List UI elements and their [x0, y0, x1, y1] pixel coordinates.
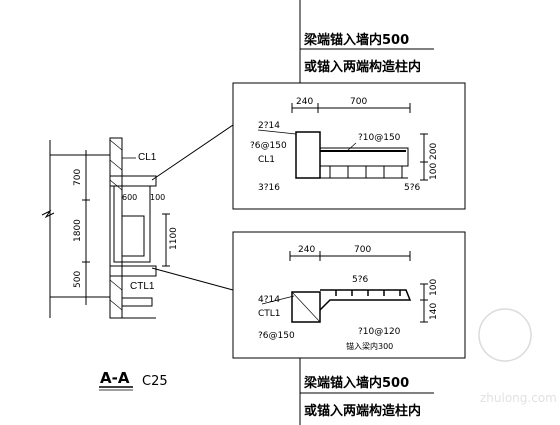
- section-title: A-A C25: [99, 369, 168, 391]
- bottom-dim-240: 240: [298, 245, 315, 255]
- dim-700: 700: [73, 169, 83, 186]
- leader-line-top: [151, 124, 234, 181]
- bottom-slab-bar: ?10@120: [358, 327, 401, 337]
- top-rebar-bottom: 3?16: [258, 183, 280, 193]
- top-detail-frame: [232, 82, 466, 210]
- top-detail: 240 700 200 100 2?14 ?6@150 CL1 3?16 ?10…: [250, 97, 439, 193]
- top-dim-240: 240: [296, 97, 313, 107]
- section-a-a: 700 1800 500 CL1 600 100 1100 CTL1: [41, 137, 179, 319]
- watermark: zhulong.com: [478, 308, 557, 405]
- dim-1100: 1100: [169, 227, 179, 250]
- concrete-grade: C25: [142, 374, 168, 389]
- dim-600: 600: [122, 193, 137, 202]
- dim-500: 500: [73, 271, 83, 288]
- bottom-note-line2: 或锚入两端构造柱内: [304, 403, 421, 419]
- top-stirrup: ?6@150: [250, 141, 287, 151]
- bottom-dim-100: 100: [429, 279, 439, 296]
- section-title-label: A-A: [100, 369, 130, 387]
- bottom-stirrup: ?6@150: [258, 331, 295, 341]
- dim-100-left: 100: [150, 193, 165, 202]
- top-dist-bar: 5?6: [404, 183, 421, 193]
- top-dim-200: 200: [429, 143, 439, 160]
- top-slab-bar: ?10@150: [358, 133, 401, 143]
- bottom-rebar: 4?14: [258, 295, 280, 305]
- bottom-note: 梁端锚入墙内500 或锚入两端构造柱内: [299, 358, 434, 425]
- bottom-dim-700: 700: [354, 245, 371, 255]
- bottom-detail-frame: [232, 231, 466, 359]
- top-note: 梁端锚入墙内500 或锚入两端构造柱内: [299, 0, 434, 83]
- top-note-line1: 梁端锚入墙内500: [303, 32, 409, 48]
- bottom-dist-bar: 5?6: [352, 275, 369, 285]
- top-rebar-top: 2?14: [258, 121, 280, 131]
- bottom-dim-140: 140: [429, 303, 439, 320]
- bottom-note-line1: 梁端锚入墙内500: [303, 375, 409, 391]
- bottom-member: CTL1: [258, 309, 281, 319]
- label-ctl1: CTL1: [130, 281, 155, 292]
- bottom-detail: 240 700 5?6 100 140 4?14 CTL1 ?6@150 ?10…: [258, 245, 439, 351]
- top-note-line2: 或锚入两端构造柱内: [304, 59, 421, 75]
- leader-line-bottom: [151, 267, 234, 291]
- top-dim-100: 100: [429, 163, 439, 180]
- dim-1800: 1800: [73, 219, 83, 242]
- top-member: CL1: [258, 155, 275, 165]
- top-dim-700: 700: [350, 97, 367, 107]
- bottom-anchor-note: 锚入梁内300: [346, 341, 393, 351]
- watermark-text: zhulong.com: [480, 391, 557, 405]
- label-cl1: CL1: [138, 152, 157, 163]
